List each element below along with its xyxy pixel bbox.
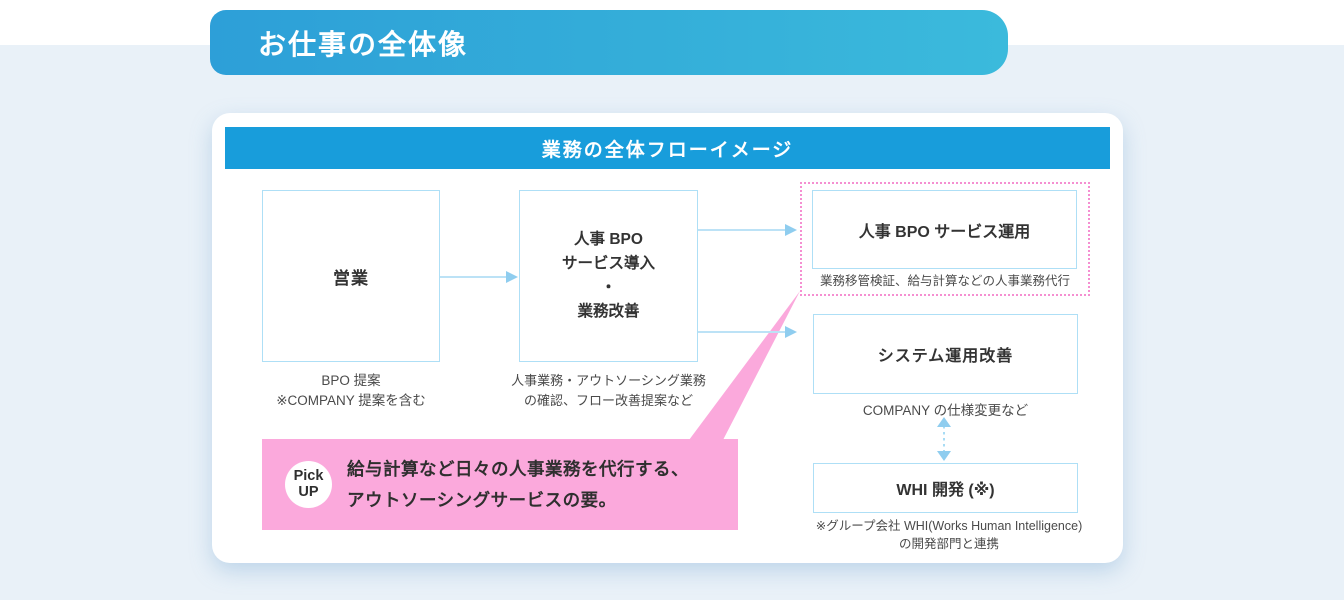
pickup-text-line2: アウトソーシングサービスの要。: [347, 489, 617, 510]
system-label: システム運用改善: [877, 348, 1014, 365]
flow-box-system-caption: COMPANY の仕様変更など: [862, 403, 1029, 418]
flow-box-sales: 営業: [262, 190, 440, 362]
intro-caption-line2: の確認、フロー改善提案など: [523, 392, 693, 408]
flow-box-whi-caption: ※グループ会社 WHI(Works Human Intelligence) の開…: [769, 517, 1129, 553]
intro-line2: サービス導入: [561, 254, 655, 272]
operation-caption: 業務移管検証、給与計算などの人事業務代行: [819, 274, 1070, 288]
page-title-banner: お仕事の全体像: [210, 10, 1008, 75]
flow-box-sales-caption: BPO 提案 ※COMPANY 提案を含む: [226, 371, 476, 412]
whi-caption-line1: ※グループ会社 WHI(Works Human Intelligence): [815, 519, 1083, 533]
diagram-title: 業務の全体フローイメージ: [541, 139, 794, 161]
pickup-text-line1: 給与計算など日々の人事業務を代行する、: [347, 459, 689, 480]
pickup-badge-line2: UP: [298, 483, 319, 500]
whi-caption-line2: の開発部門と連携: [898, 537, 999, 552]
pickup-callout: Pick UP 給与計算など日々の人事業務を代行する、 アウトソーシングサービス…: [262, 439, 738, 530]
flow-box-operation: 人事 BPO サービス運用: [812, 190, 1077, 269]
operation-highlight-frame: 業務移管検証、給与計算などの人事業務代行: [800, 182, 1090, 296]
flow-box-intro-caption: 人事業務・アウトソーシング業務 の確認、フロー改善提案など: [493, 371, 724, 410]
pickup-badge-line1: Pick: [293, 467, 324, 484]
flow-box-service-intro: 人事 BPO サービス導入 ・ 業務改善: [519, 190, 698, 362]
intro-caption-line1: 人事業務・アウトソーシング業務: [511, 373, 706, 388]
flow-box-whi: WHI 開発 (※): [813, 463, 1078, 513]
pickup-text: 給与計算など日々の人事業務を代行する、 アウトソーシングサービスの要。: [347, 454, 689, 514]
intro-line1: 人事 BPO: [574, 230, 643, 248]
intro-line4: 業務改善: [577, 303, 640, 321]
pickup-pointer-wedge: [689, 291, 800, 440]
pickup-badge: Pick UP: [285, 461, 332, 508]
arrow-intro-to-operation: [698, 224, 797, 236]
arrow-intro-to-system: [698, 326, 797, 338]
sales-caption-line2: ※COMPANY 提案を含む: [276, 393, 426, 409]
diagram-header-bar: 業務の全体フローイメージ: [225, 127, 1110, 169]
flow-box-sales-label: 営業: [333, 268, 369, 288]
intro-line3: ・: [600, 279, 617, 296]
page-title: お仕事の全体像: [258, 28, 469, 60]
arrow-system-whi-bidirectional: [937, 417, 951, 461]
sales-caption-line1: BPO 提案: [321, 373, 381, 388]
flow-box-system: システム運用改善: [813, 314, 1078, 394]
arrow-sales-to-intro: [440, 271, 518, 283]
operation-label: 人事 BPO サービス運用: [858, 223, 1031, 241]
flow-diagram-card: 業務の全体フローイメージ 営業 BPO 提案 ※COMPANY 提案を含む 人事…: [212, 113, 1123, 563]
whi-label: WHI 開発 (※): [896, 482, 995, 499]
